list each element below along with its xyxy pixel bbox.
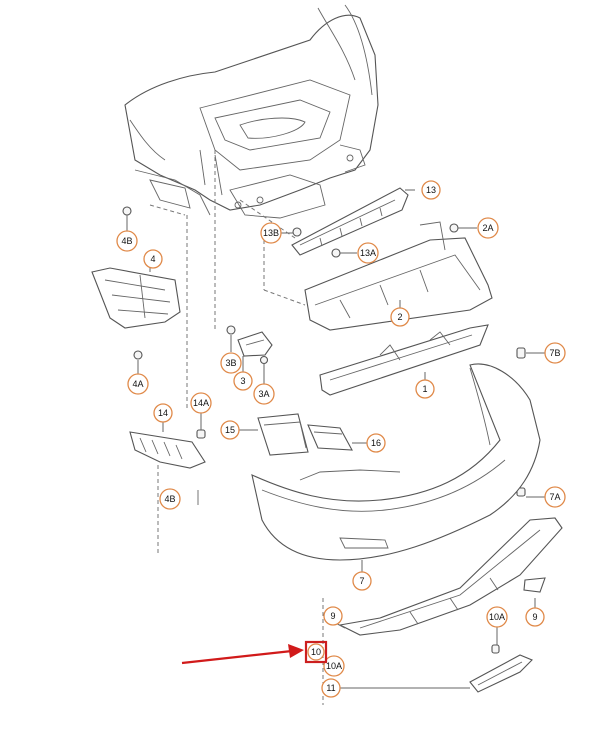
part-11-strip xyxy=(469,654,533,693)
callout-4b-bottom[interactable]: 4B xyxy=(159,488,181,510)
vehicle-body-outline xyxy=(124,4,379,219)
callout-10[interactable]: 10 xyxy=(307,643,325,661)
svg-text:7B: 7B xyxy=(549,348,560,358)
part-14-grille xyxy=(129,431,206,469)
callout-4[interactable]: 4 xyxy=(143,249,163,269)
callout-7a[interactable]: 7A xyxy=(544,486,566,508)
callout-3[interactable]: 3 xyxy=(233,371,253,391)
leader-lines xyxy=(126,150,545,705)
svg-text:4B: 4B xyxy=(164,494,175,504)
svg-text:3B: 3B xyxy=(225,358,236,368)
part-16-reflector xyxy=(307,424,353,451)
svg-text:3A: 3A xyxy=(258,389,269,399)
fastener-bolts xyxy=(122,206,526,654)
part-4-side-bracket xyxy=(91,267,181,329)
svg-text:10: 10 xyxy=(311,647,321,657)
callout-9-right[interactable]: 9 xyxy=(525,607,545,627)
svg-text:9: 9 xyxy=(330,611,335,621)
callout-13b[interactable]: 13B xyxy=(260,222,282,244)
svg-text:2: 2 xyxy=(397,312,402,322)
part-9-diffuser xyxy=(338,517,563,636)
part-7-bumper-cover xyxy=(251,363,541,561)
part-3-bracket xyxy=(237,331,273,357)
callout-4a[interactable]: 4A xyxy=(127,373,149,395)
svg-text:4B: 4B xyxy=(121,236,132,246)
callout-11[interactable]: 11 xyxy=(321,678,341,698)
svg-text:13B: 13B xyxy=(263,228,279,238)
callout-7[interactable]: 7 xyxy=(352,571,372,591)
red-pointer-arrow-icon xyxy=(181,644,304,665)
svg-text:13A: 13A xyxy=(360,248,376,258)
callout-13[interactable]: 13 xyxy=(421,180,441,200)
callout-1[interactable]: 1 xyxy=(415,379,435,399)
svg-text:4: 4 xyxy=(150,254,155,264)
svg-text:13: 13 xyxy=(426,185,436,195)
svg-text:14A: 14A xyxy=(193,398,209,408)
svg-text:4A: 4A xyxy=(132,379,143,389)
svg-text:7A: 7A xyxy=(549,492,560,502)
part-2-reinforcement xyxy=(304,221,493,331)
part-1-absorber xyxy=(319,324,489,396)
svg-text:11: 11 xyxy=(326,683,335,693)
svg-text:3: 3 xyxy=(240,376,245,386)
callout-7b[interactable]: 7B xyxy=(544,342,566,364)
callout-4b-top[interactable]: 4B xyxy=(116,230,138,252)
callout-2a[interactable]: 2A xyxy=(477,217,499,239)
callout-15[interactable]: 15 xyxy=(220,420,240,440)
callout-9-left[interactable]: 9 xyxy=(323,606,343,626)
svg-text:10A: 10A xyxy=(489,612,505,622)
svg-text:14: 14 xyxy=(158,408,168,418)
svg-text:10A: 10A xyxy=(326,661,342,671)
svg-text:2A: 2A xyxy=(482,223,493,233)
part-15-reflector xyxy=(257,413,309,456)
callout-3a[interactable]: 3A xyxy=(253,383,275,405)
callout-10a-right[interactable]: 10A xyxy=(486,606,508,628)
callout-14a[interactable]: 14A xyxy=(190,392,212,414)
svg-text:16: 16 xyxy=(371,438,381,448)
svg-text:7: 7 xyxy=(359,576,364,586)
callout-14[interactable]: 14 xyxy=(153,403,173,423)
callout-13a[interactable]: 13A xyxy=(357,242,379,264)
part-13-bracket xyxy=(291,187,409,256)
svg-text:1: 1 xyxy=(422,384,427,394)
svg-text:9: 9 xyxy=(532,612,537,622)
callout-3b[interactable]: 3B xyxy=(220,352,242,374)
callout-2[interactable]: 2 xyxy=(390,307,410,327)
highlight-box xyxy=(304,640,328,664)
callout-10a-left[interactable]: 10A xyxy=(323,655,345,677)
callout-16[interactable]: 16 xyxy=(366,433,386,453)
svg-text:15: 15 xyxy=(225,425,235,435)
